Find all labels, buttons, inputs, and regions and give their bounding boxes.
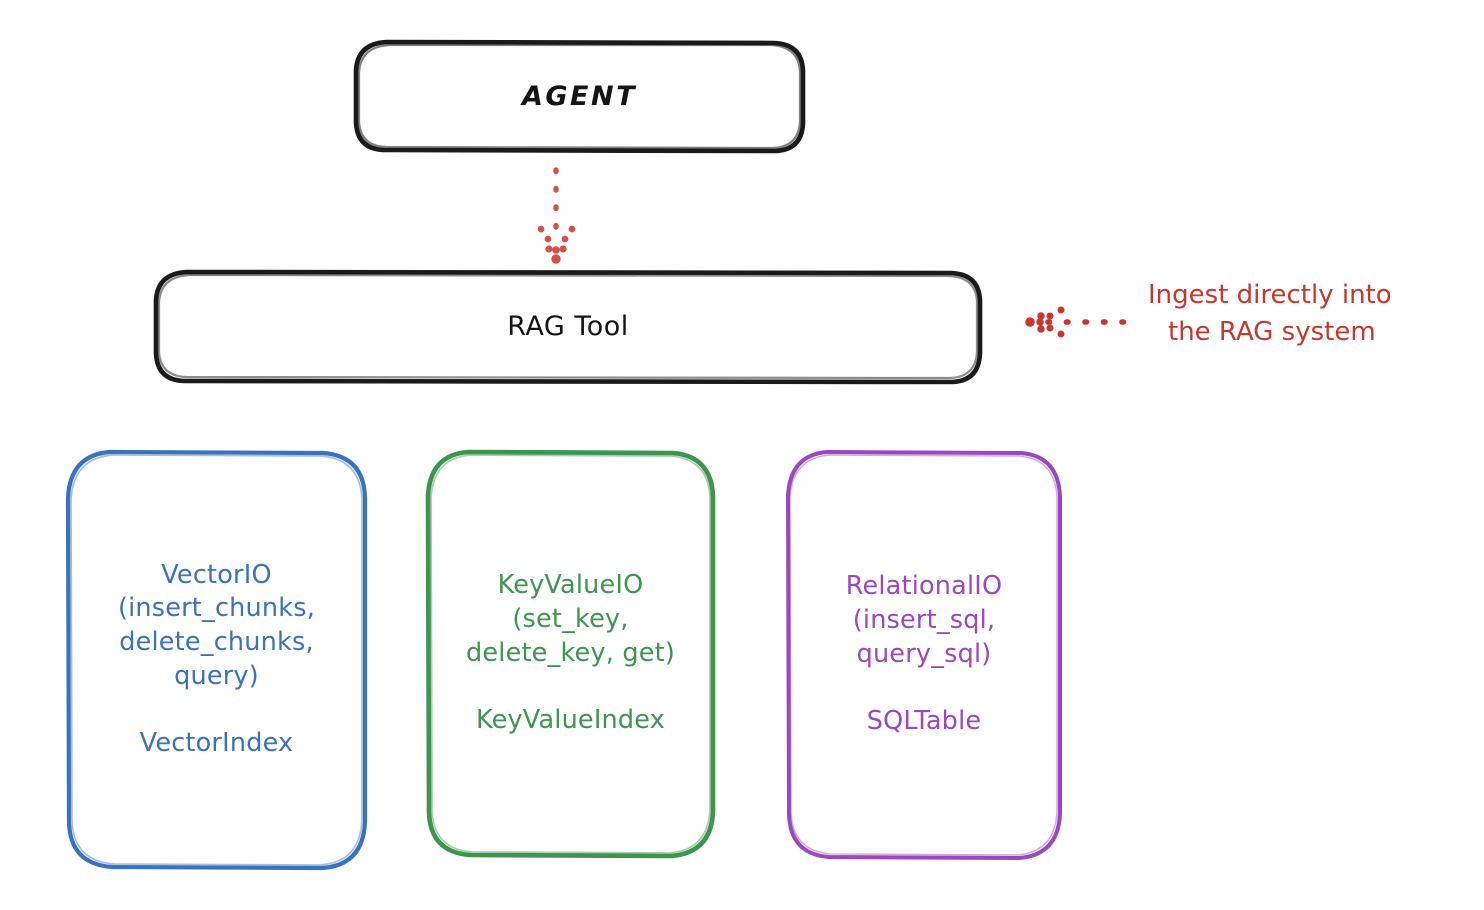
annotation-ingest: Ingest directly into the RAG system	[1148, 277, 1478, 351]
relational-io-label: RelationalIO (insert_sql, query_sql) SQL…	[845, 571, 1003, 736]
annotation-ingest-line-1: Ingest directly into	[1148, 280, 1392, 310]
agent-to-rag-tool-connector	[537, 167, 576, 264]
node-rag-tool[interactable]: RAG Tool	[155, 271, 981, 383]
rag-tool-label: RAG Tool	[507, 311, 629, 343]
node-vector-io[interactable]: VectorIO (insert_chunks, delete_chunks, …	[68, 451, 365, 868]
ingest-arrow-connector	[1025, 306, 1137, 338]
key-value-io-label: KeyValueIO (set_key, delete_key, get) Ke…	[466, 570, 675, 735]
annotation-ingest-line-2: the RAG system	[1168, 316, 1376, 347]
vector-io-label: VectorIO (insert_chunks, delete_chunks, …	[117, 559, 316, 758]
node-agent[interactable]: AGENT	[355, 41, 804, 152]
agent-label: AGENT	[521, 80, 637, 112]
node-key-value-io[interactable]: KeyValueIO (set_key, delete_key, get) Ke…	[428, 451, 713, 856]
node-relational-io[interactable]: RelationalIO (insert_sql, query_sql) SQL…	[788, 451, 1060, 858]
